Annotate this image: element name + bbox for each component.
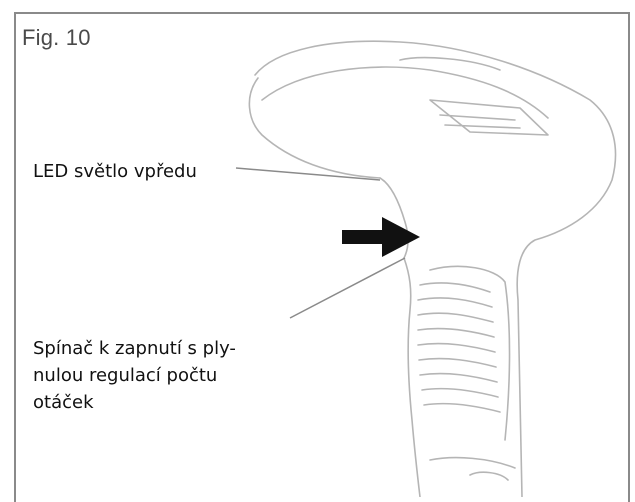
drill-grip-panel	[430, 266, 510, 440]
drill-chuck-outline	[249, 78, 380, 178]
switch-callout: Spínač k zapnutí s ply- nulou regulací p…	[33, 335, 333, 416]
led-light-callout: LED světlo vpředu	[33, 158, 197, 185]
switch-callout-line: Spínač k zapnutí s ply-	[33, 335, 333, 362]
drill-battery-edge	[470, 472, 508, 480]
drill-battery-edge	[430, 458, 515, 468]
drill-vent-slot	[445, 125, 520, 128]
drill-grip-ribs	[418, 283, 500, 412]
switch-leader-line	[290, 258, 405, 318]
drill-handle-front	[404, 258, 420, 497]
led-leader-line	[236, 168, 380, 180]
switch-callout-line: otáček	[33, 389, 333, 416]
switch-callout-line: nulou regulací počtu	[33, 362, 333, 389]
arrow-right-icon	[342, 217, 420, 257]
drill-top-curve	[262, 67, 548, 118]
